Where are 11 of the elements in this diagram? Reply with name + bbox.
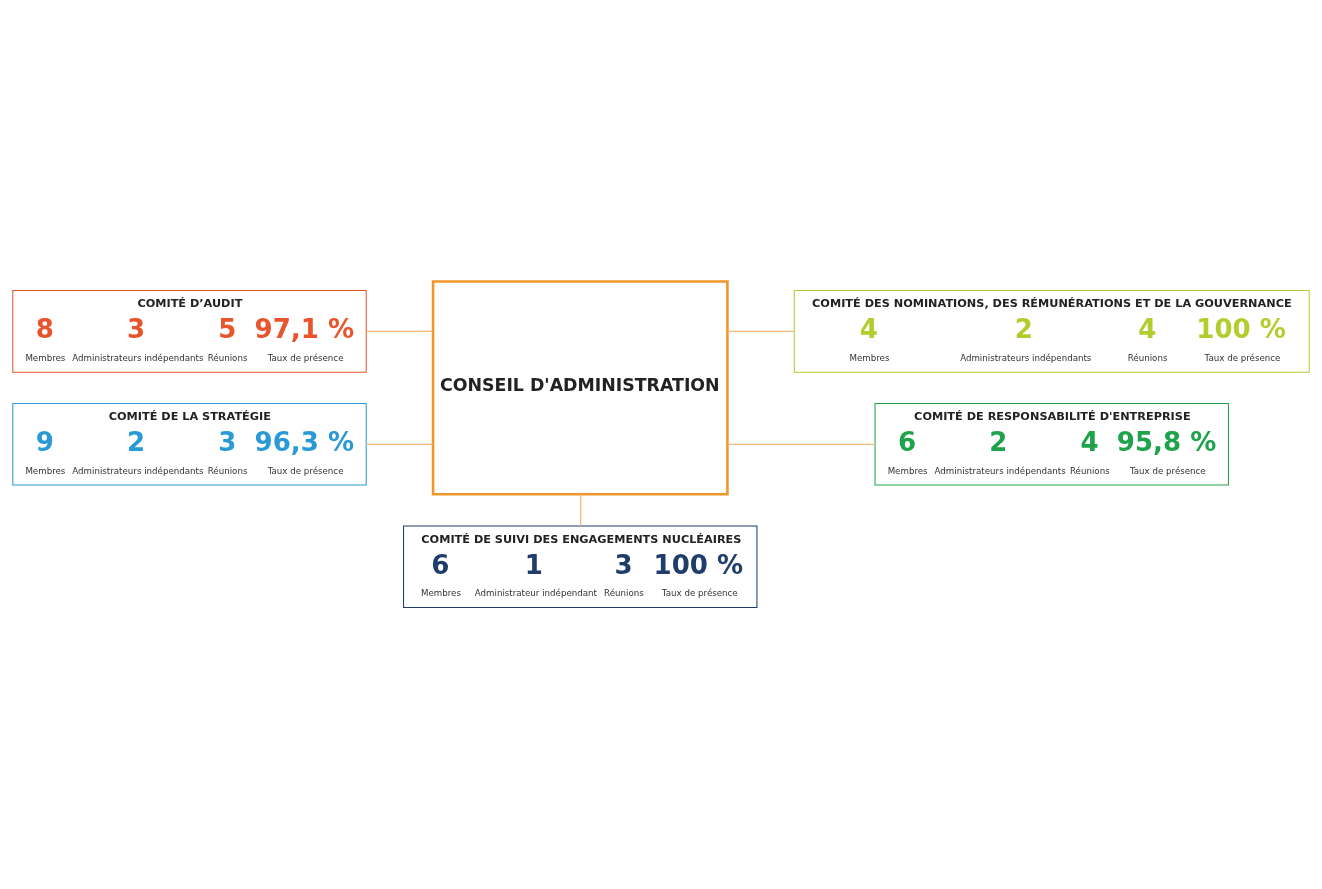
node-box: COMITÉ DE LA STRATÉGIE 9 2 3 96,3 % Membres Administrateurs indépendants Réunions Taux de présence	[12, 402, 367, 486]
connector	[726, 443, 876, 445]
node-box: CONSEIL D'ADMINISTRATION	[431, 280, 729, 496]
connector	[726, 330, 795, 333]
node-box: COMITÉ D’AUDIT 8 3 5 97,1 % Membres Administrateurs indépendants Réunions Taux de présence	[12, 290, 367, 373]
node-box: COMITÉ DE RESPONSABILITÉ D'ENTREPRISE 6 2 4 95,8 % Membres Administrateurs indépendants Réunions Taux de présence	[874, 402, 1229, 486]
connector	[365, 443, 434, 445]
node-box: COMITÉ DES NOMINATIONS, DES RÉMUNÉRATIONS ET DE LA GOUVERNANCE 4 2 4 100 % Membres Administrateurs indépendants Réunions Taux de présence	[793, 290, 1310, 373]
connector	[365, 330, 434, 333]
node-box: COMITÉ DE SUIVI DES ENGAGEMENTS NUCLÉAIRES 6 1 3 100 % Membres Administrateur indépendant Réunions Taux de présence	[403, 525, 758, 609]
connector	[580, 493, 582, 527]
